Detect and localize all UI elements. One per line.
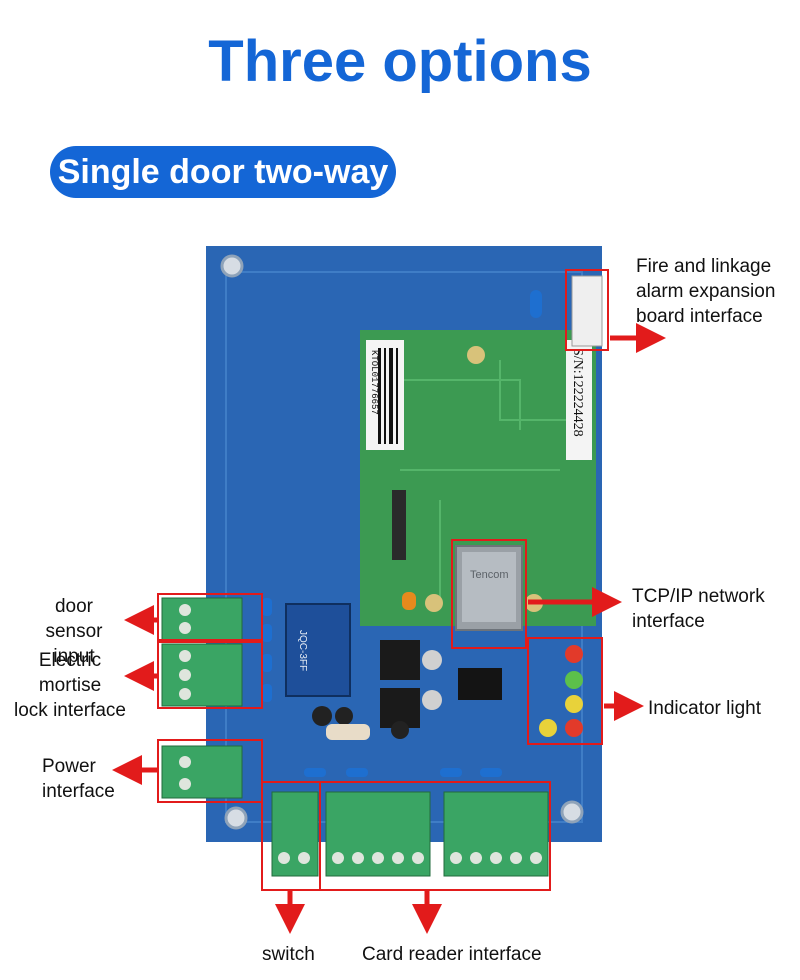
- led-yellow-2: [539, 719, 557, 737]
- door-sensor-label-line2: sensor input: [45, 621, 103, 667]
- power-label-line2: interface: [42, 781, 115, 802]
- highlight-leds: [527, 637, 603, 745]
- mount-hole: [560, 800, 584, 824]
- relay: [285, 603, 351, 697]
- option-badge: Single door two-way: [50, 146, 396, 198]
- power-label-line1: Power: [42, 756, 96, 777]
- lock-label-line2: lock interface: [14, 700, 126, 721]
- terminal-block: [443, 791, 549, 877]
- terminal-block: [161, 745, 243, 799]
- tcpip-label-line2: interface: [632, 611, 705, 632]
- door-sensor-label-line1: door: [54, 596, 94, 617]
- led-green: [565, 671, 583, 689]
- led-yellow: [565, 695, 583, 713]
- mount-hole: [224, 806, 248, 830]
- highlight-expansion: [565, 269, 609, 351]
- fire-linkage-label-line3: board interface: [636, 306, 763, 327]
- fire-linkage-label-line2: alarm expansion: [636, 281, 776, 302]
- expansion-connector: [571, 275, 603, 347]
- barcode-text: KTOL01776657: [369, 350, 379, 415]
- rj45-brand: Tencom: [470, 569, 509, 581]
- card-reader-label: Card reader interface: [362, 944, 542, 965]
- serial-sticker: [566, 340, 592, 460]
- switch-label: switch: [262, 944, 315, 965]
- terminal-block: [271, 791, 319, 877]
- highlight-rj45: [451, 539, 527, 649]
- led-red: [565, 645, 583, 663]
- terminal-block: [161, 643, 243, 707]
- highlight-card-reader: [319, 781, 551, 891]
- mount-hole: [220, 254, 244, 278]
- terminal-block: [325, 791, 431, 877]
- indicator-light-label: Indicator light: [648, 698, 762, 719]
- lock-label-line1: Electric mortise: [38, 650, 102, 696]
- terminal-block: [161, 597, 243, 641]
- fire-linkage-label-line1: Fire and linkage: [636, 256, 772, 277]
- relay-label: JQC-3FF: [297, 630, 308, 671]
- serial-text: S/N:122224428: [570, 348, 585, 437]
- tcpip-label-line1: TCP/IP network: [632, 586, 765, 607]
- page-title: Three options: [208, 29, 592, 94]
- led-red-2: [565, 719, 583, 737]
